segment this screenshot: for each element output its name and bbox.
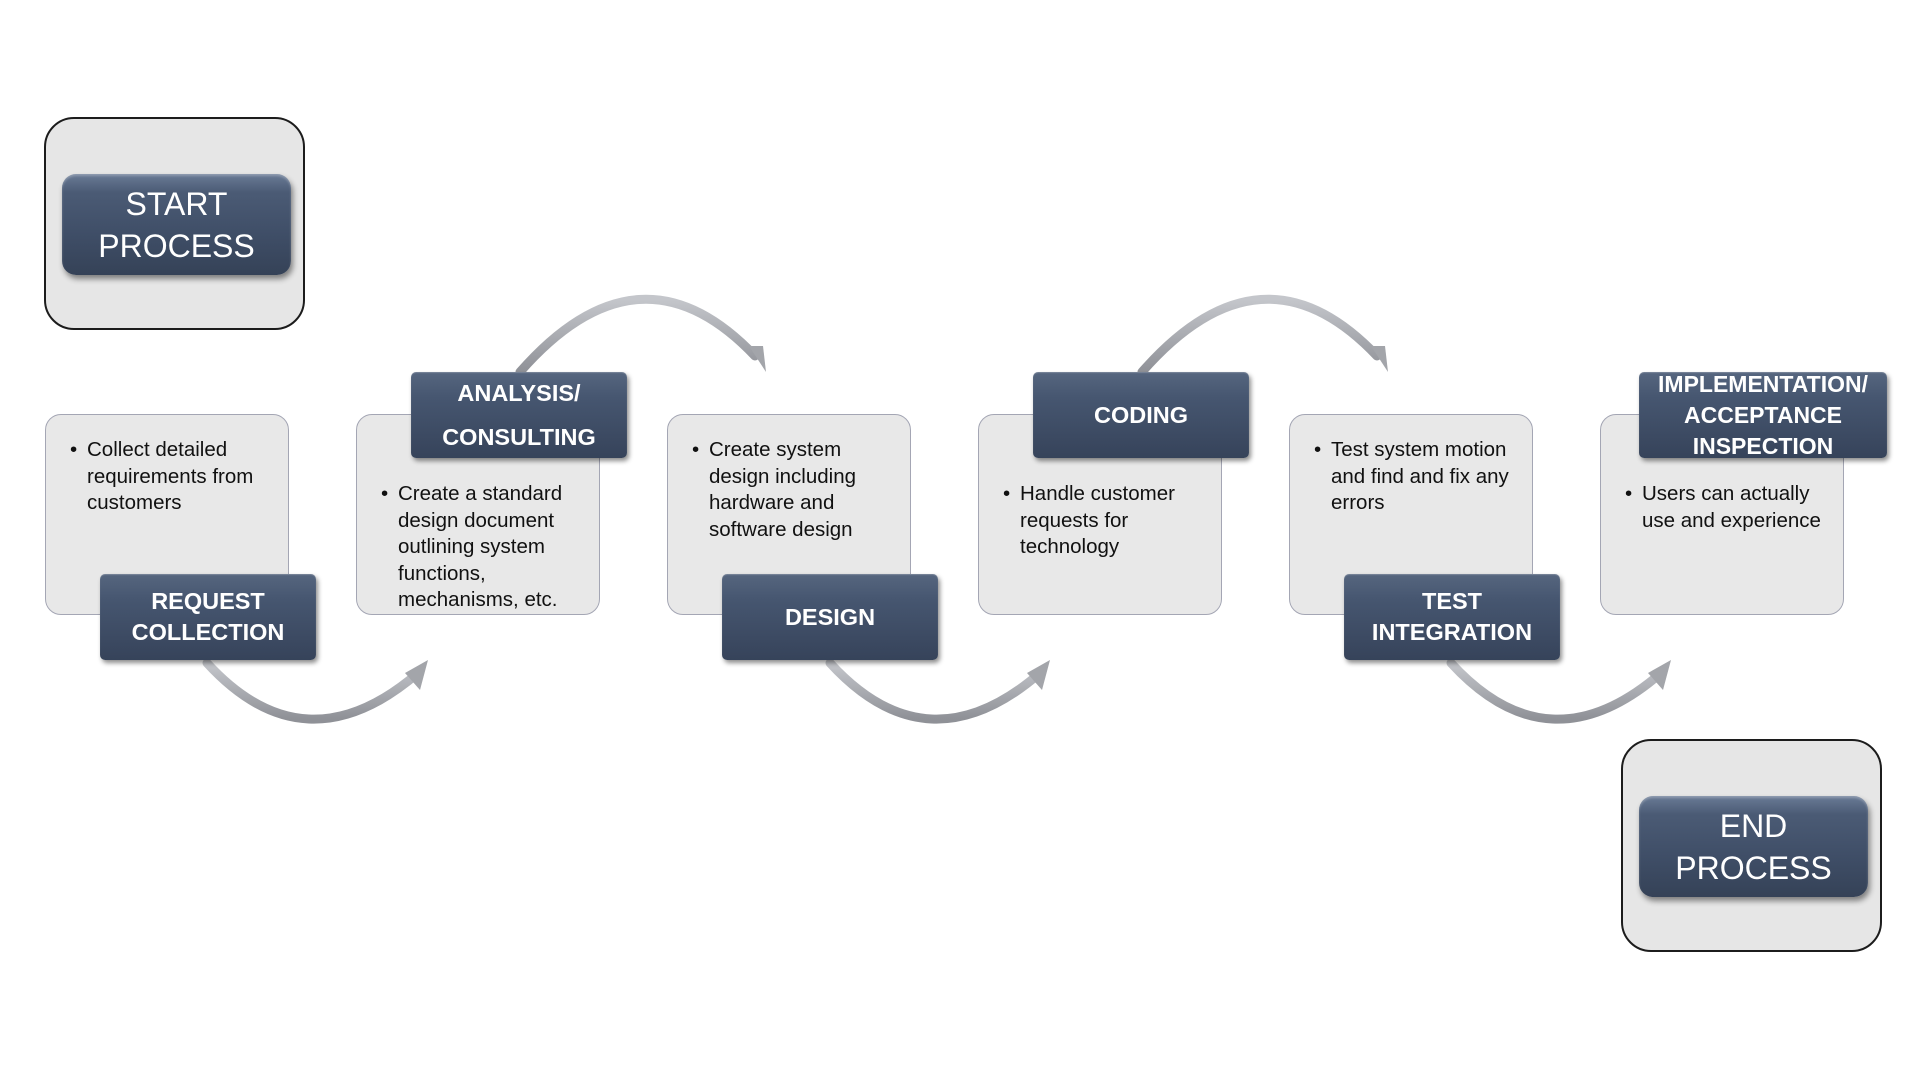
step-label-implementation-acceptance-inspection[interactable]: IMPLEMENTATION/ ACCEPTANCE INSPECTION xyxy=(1639,370,1887,459)
end-process-button[interactable]: END PROCESS xyxy=(1639,796,1868,897)
step-label-analysis-consulting[interactable]: ANALYSIS/ CONSULTING xyxy=(411,372,627,458)
start-line-1: START xyxy=(125,185,228,222)
arrow-down-3 xyxy=(1446,658,1666,724)
step-label-coding[interactable]: CODING xyxy=(1033,372,1249,458)
arrow-up-1 xyxy=(515,294,760,377)
label-line: ACCEPTANCE xyxy=(1683,401,1843,428)
bullet-item: Create system design including hardware … xyxy=(692,437,900,543)
step-bullets: Create system design including hardware … xyxy=(692,437,900,543)
step-bullets: Collect detailed requirements from custo… xyxy=(70,437,278,517)
step-bullets: Test system motion and find and fix any … xyxy=(1314,437,1522,517)
label-line: INSPECTION xyxy=(1692,432,1834,459)
label-line: ANALYSIS/ xyxy=(457,380,581,406)
arrow-down-1 xyxy=(202,658,423,724)
arrowhead-down-1 xyxy=(405,660,428,690)
bullet-item: Collect detailed requirements from custo… xyxy=(70,437,278,517)
end-line-2: PROCESS xyxy=(1675,849,1832,886)
step-bullets: Users can actually use and experience xyxy=(1625,481,1833,534)
arrow-down-2 xyxy=(825,658,1045,724)
step-label-design[interactable]: DESIGN xyxy=(722,574,938,660)
label-line: CONSULTING xyxy=(442,424,596,450)
bullet-item: Test system motion and find and fix any … xyxy=(1314,437,1522,517)
arrowhead-up-2 xyxy=(1371,346,1388,372)
start-frame: START PROCESS xyxy=(44,117,305,330)
end-line-1: END xyxy=(1719,807,1788,844)
start-process-button[interactable]: START PROCESS xyxy=(62,174,291,275)
bullet-item: Users can actually use and experience xyxy=(1625,481,1833,534)
label-line: IMPLEMENTATION/ xyxy=(1658,370,1868,397)
label-line: REQUEST xyxy=(151,588,265,614)
arrowhead-up-1 xyxy=(749,346,766,372)
step-label-request-collection[interactable]: REQUEST COLLECTION xyxy=(100,574,316,660)
arrowhead-down-2 xyxy=(1027,660,1050,690)
arrowhead-down-3 xyxy=(1648,660,1671,690)
label-line: CODING xyxy=(1094,401,1188,428)
label-line: TEST xyxy=(1421,588,1483,614)
end-frame: END PROCESS xyxy=(1621,739,1882,952)
step-bullets: Create a standard design document outlin… xyxy=(381,481,589,614)
label-line: INTEGRATION xyxy=(1371,619,1533,645)
label-line: DESIGN xyxy=(784,603,876,630)
arrow-up-2 xyxy=(1137,294,1382,377)
step-card-design: Create system design including hardware … xyxy=(667,414,911,615)
start-line-2: PROCESS xyxy=(98,227,255,264)
label-line: COLLECTION xyxy=(131,619,285,645)
step-label-test-integration[interactable]: TEST INTEGRATION xyxy=(1344,574,1560,660)
bullet-item: Handle customer requests for technology xyxy=(1003,481,1211,561)
step-bullets: Handle customer requests for technology xyxy=(1003,481,1211,561)
bullet-item: Create a standard design document outlin… xyxy=(381,481,589,614)
